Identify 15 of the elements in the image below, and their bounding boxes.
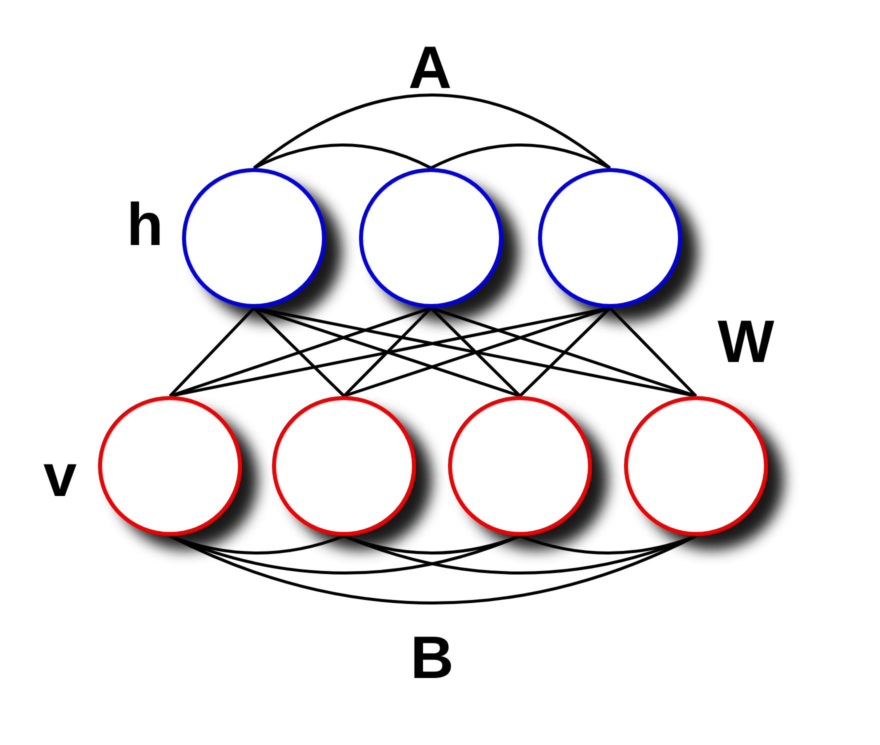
connection-line xyxy=(518,306,612,398)
layer-label: W xyxy=(718,312,774,372)
connection-line xyxy=(253,94,611,170)
connection-line xyxy=(168,306,256,398)
connection-line xyxy=(608,306,698,398)
connection-line xyxy=(430,306,696,398)
connection-line xyxy=(169,534,697,604)
connection-line xyxy=(170,306,432,398)
connection-line xyxy=(430,306,522,398)
layer-label: h xyxy=(126,195,164,255)
layer-label: A xyxy=(408,38,452,98)
connection-line xyxy=(252,306,346,398)
layer-label: B xyxy=(410,628,454,688)
connection-line xyxy=(342,306,432,398)
layer-label: v xyxy=(43,446,77,506)
